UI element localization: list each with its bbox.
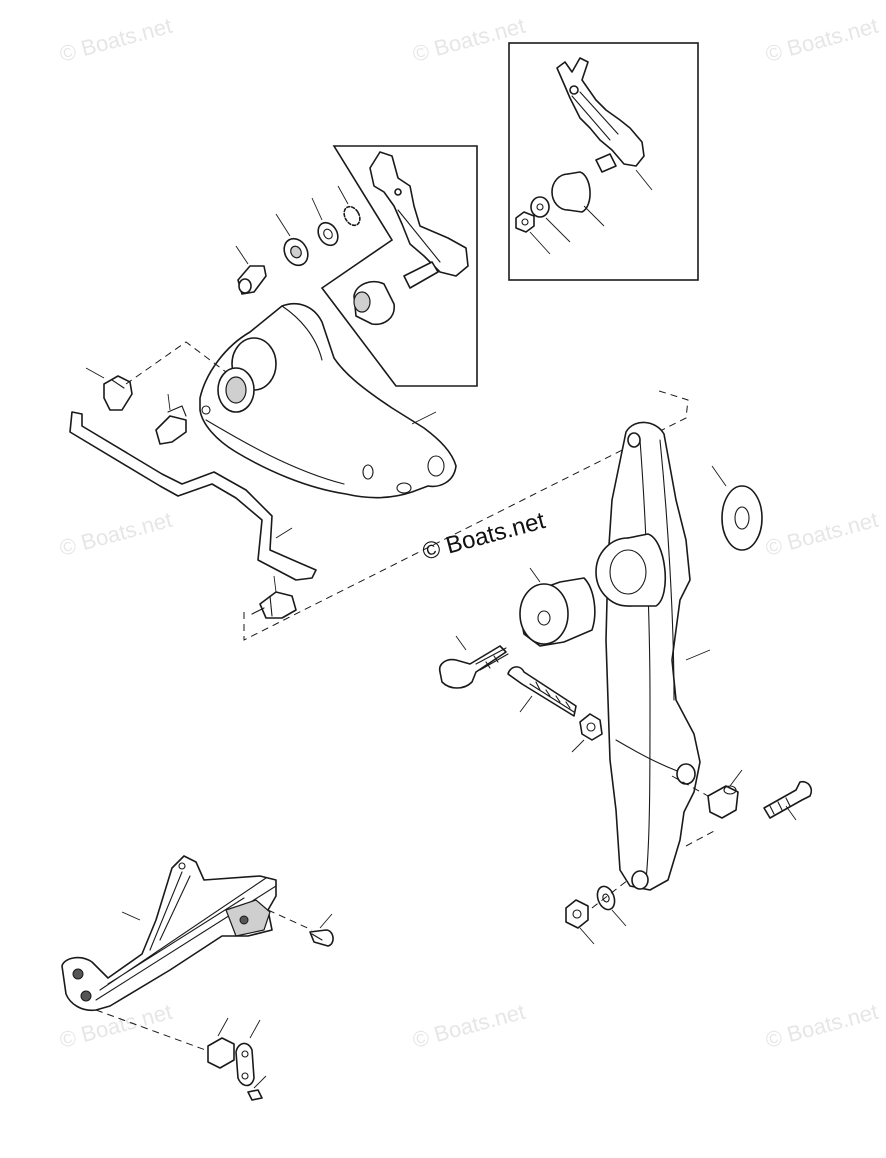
- inset-stud: [595, 153, 617, 173]
- flat-washer: [596, 885, 616, 911]
- bottom-hardware: [565, 879, 629, 945]
- upper-hardware: [235, 185, 361, 295]
- lever-bottom-hole: [631, 870, 649, 890]
- large-washer: [711, 465, 763, 551]
- center-bushing: [519, 567, 596, 647]
- lock-nut: [579, 713, 603, 741]
- lever-top-hole: [627, 432, 641, 448]
- lock-washer: [343, 205, 361, 227]
- pivot-hardware: [671, 769, 813, 847]
- bottom-clip-parts: [207, 1017, 267, 1101]
- inset-washer: [530, 196, 550, 218]
- frame-pin: [403, 261, 439, 289]
- lever-pivot-hole: [676, 763, 696, 785]
- watermark: © Boats.net: [57, 507, 175, 561]
- small-screw: [247, 1089, 263, 1101]
- lower-bracket: [61, 855, 313, 1057]
- main-watermark: © Boats.net: [420, 507, 549, 566]
- watermark: © Boats.net: [57, 13, 175, 67]
- grease-fitting: [155, 415, 187, 445]
- plug: [103, 375, 133, 411]
- pivot-bolt: [763, 780, 813, 819]
- clip-block: [207, 1037, 235, 1069]
- inset-box: [508, 42, 699, 281]
- center-bolts: [438, 635, 603, 753]
- retainer-plate: [235, 1042, 255, 1087]
- shift-rod-path: [69, 411, 317, 581]
- shift-rod: [69, 411, 317, 619]
- rod-end-fitting: [259, 591, 297, 619]
- fittings: [85, 341, 227, 445]
- main-lever: [595, 421, 711, 891]
- swivel-bracket: [199, 302, 457, 499]
- flange-bolt: [438, 645, 507, 689]
- lower-screw: [309, 913, 334, 947]
- frame-shift-lever: [369, 151, 469, 277]
- watermark: © Boats.net: [410, 13, 528, 67]
- lower-bracket-body: [61, 855, 277, 1012]
- inset-shift-lever: [556, 57, 645, 167]
- watermark: © Boats.net: [763, 999, 881, 1053]
- watermark: © Boats.net: [410, 999, 528, 1053]
- reference-line: [243, 389, 689, 641]
- inset-nut: [515, 211, 535, 233]
- hex-nut: [565, 899, 589, 929]
- main-lever-body: [605, 421, 701, 891]
- watermark: © Boats.net: [57, 999, 175, 1053]
- watermark: © Boats.net: [763, 507, 881, 561]
- washer-2: [317, 221, 339, 247]
- pivot-bushing: [707, 785, 739, 819]
- callout-frame: [320, 145, 478, 387]
- watermark: © Boats.net: [763, 13, 881, 67]
